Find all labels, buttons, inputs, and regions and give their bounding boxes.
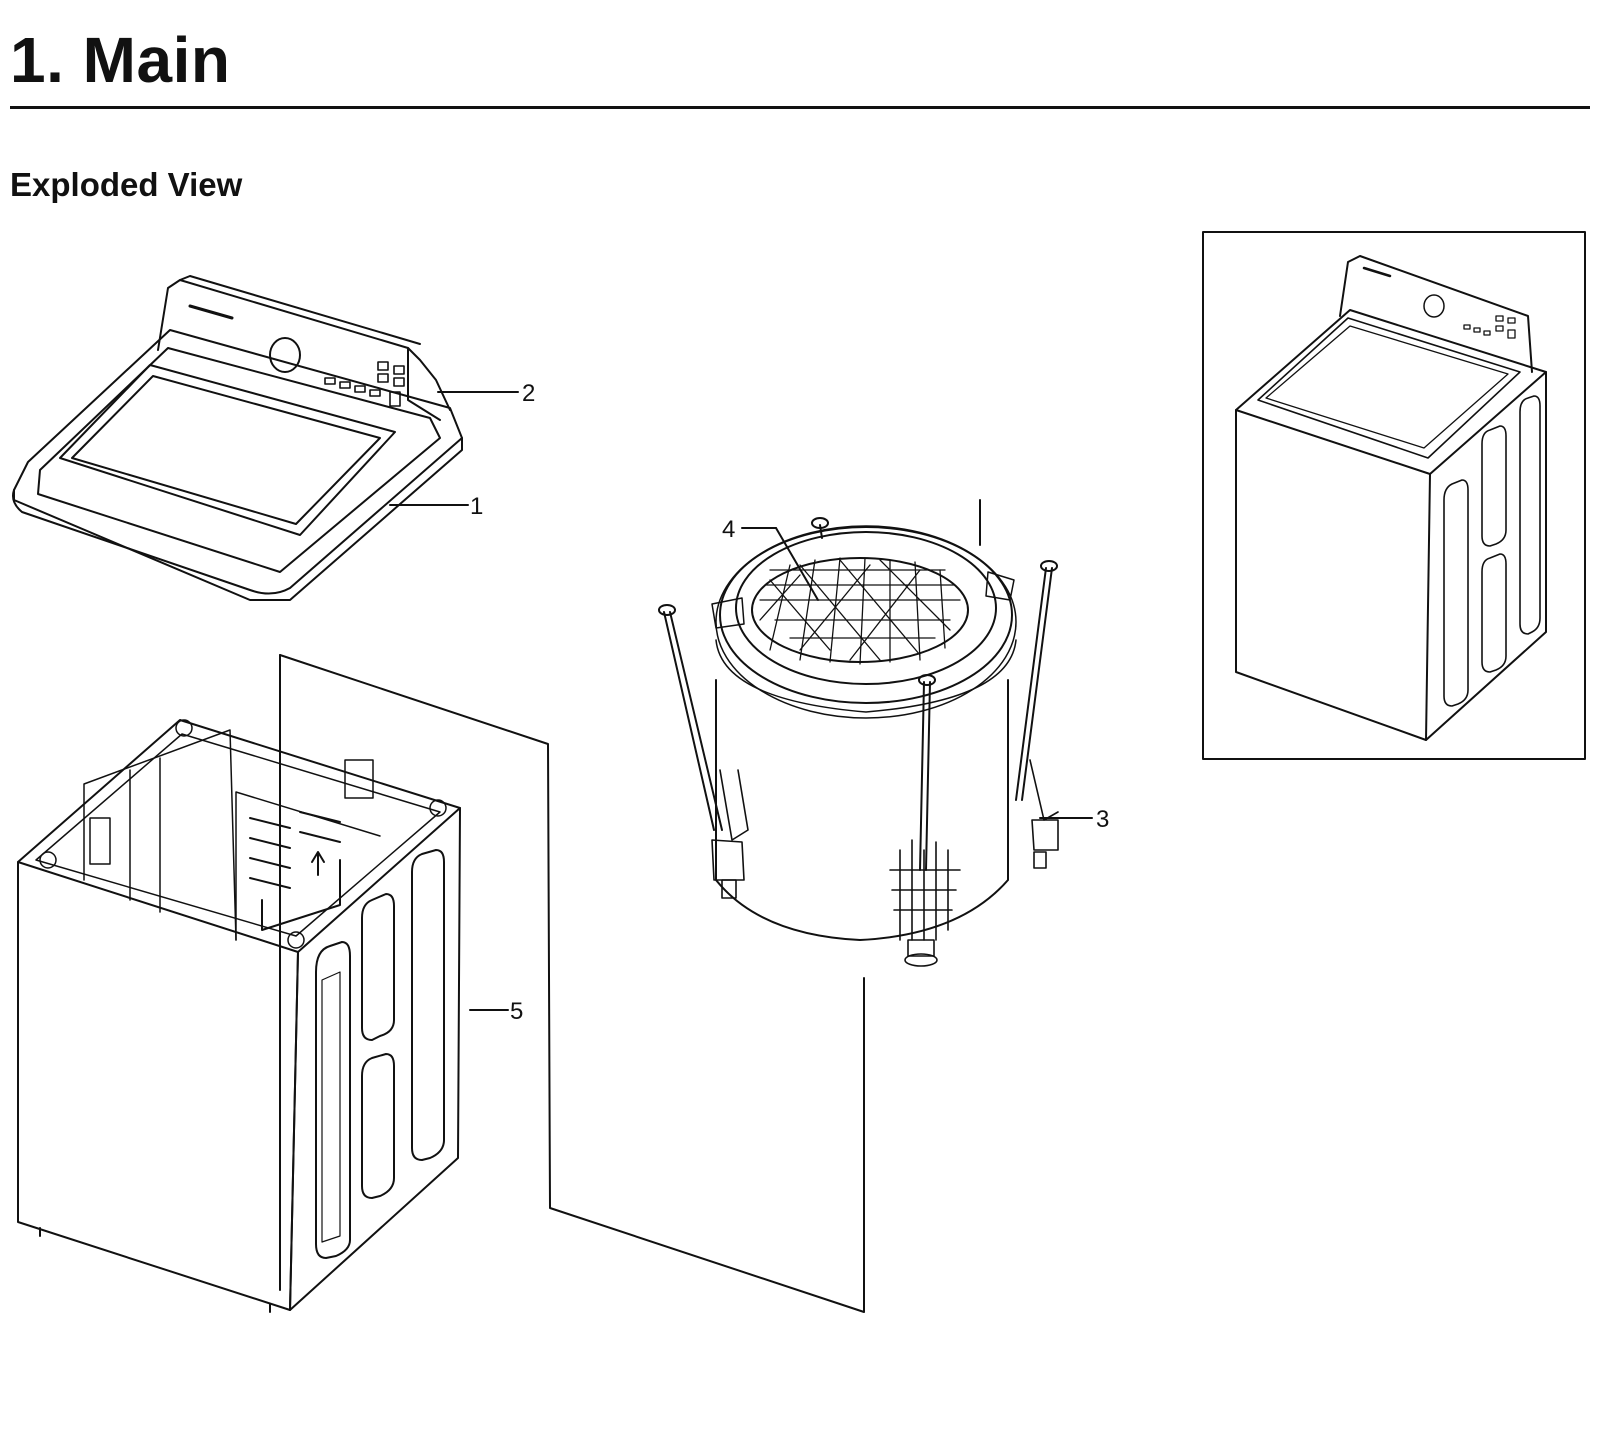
callout-5: 5 <box>469 998 523 1025</box>
callout-label-4: 4 <box>722 516 735 543</box>
cabinet-assembly <box>17 719 461 1313</box>
callout-label-1: 1 <box>470 493 483 520</box>
page-title: 1. Main <box>10 24 231 96</box>
callout-1: 1 <box>389 493 483 520</box>
top-cover-assembly <box>12 275 463 601</box>
callout-3: 3 <box>1039 806 1109 833</box>
tub-assembly <box>658 499 1059 967</box>
dampers <box>711 759 1059 967</box>
callout-label-5: 5 <box>510 998 523 1025</box>
assembled-reference-view <box>1202 231 1586 760</box>
exploded-guide-lines <box>279 654 865 1313</box>
callout-2: 2 <box>437 380 535 407</box>
callout-label-2: 2 <box>522 380 535 407</box>
callout-label-3: 3 <box>1096 806 1109 833</box>
suspension-rods <box>663 499 1053 871</box>
title-divider <box>10 106 1590 109</box>
basket-mesh <box>759 557 961 665</box>
section-title: Exploded View <box>10 166 243 203</box>
callout-4: 4 <box>722 516 819 601</box>
